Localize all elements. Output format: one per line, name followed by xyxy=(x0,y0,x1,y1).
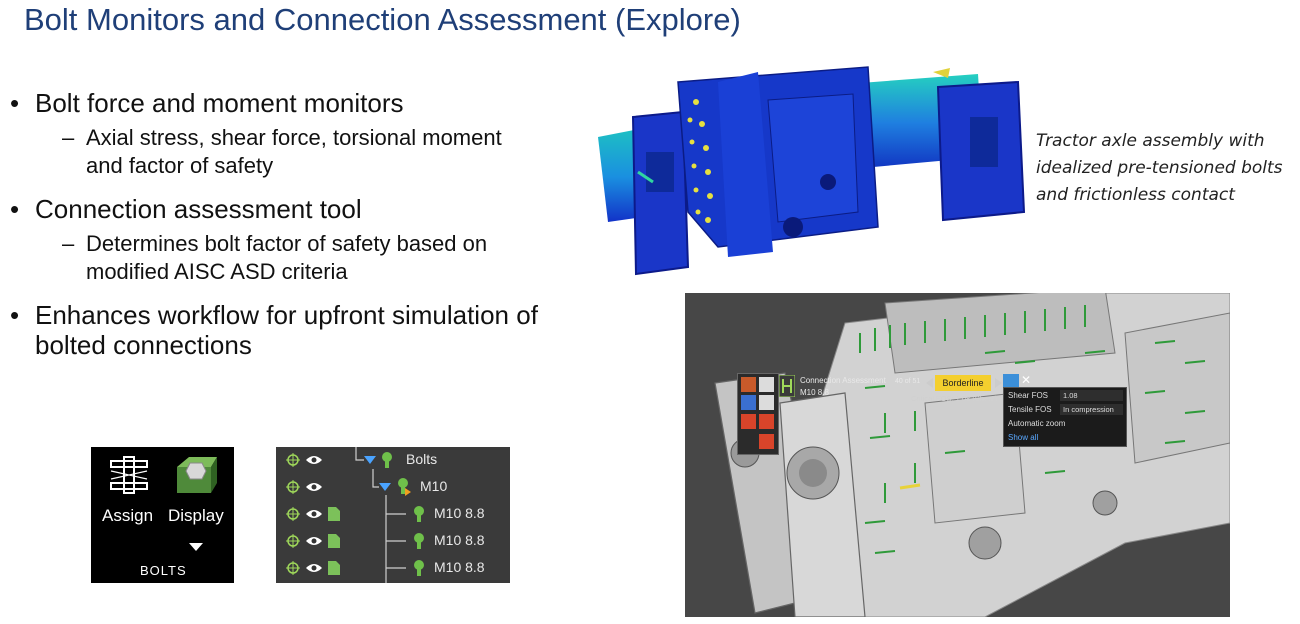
bolt-display-icon xyxy=(177,457,217,493)
bolt-icon xyxy=(414,560,424,576)
crosshair-icon[interactable] xyxy=(286,480,300,494)
previous-bolt-arrow-icon[interactable] xyxy=(926,378,933,388)
image-caption: Tractor axle assembly with idealized pre… xyxy=(1036,128,1298,209)
critical-fos-text: Critical FOS: 1.08 (Shear) xyxy=(911,394,998,403)
sub-bullet-dash: – xyxy=(62,125,75,150)
chevron-down-icon[interactable] xyxy=(189,543,203,551)
next-bolt-arrow-icon[interactable] xyxy=(995,378,1002,388)
axle-wireframe-model xyxy=(714,293,1230,617)
sub-bullet-line: Axial stress, shear force, torsional mom… xyxy=(86,125,502,150)
menu-item-shear-fos[interactable]: Shear FOS xyxy=(1008,391,1049,400)
caption-line: Tractor axle assembly with xyxy=(1036,131,1265,151)
tree-row-bolt[interactable]: M10 8.8 xyxy=(276,501,510,528)
expand-triangle-icon[interactable] xyxy=(364,456,376,464)
bolt-icon xyxy=(382,452,392,468)
bullet-workflow: • Enhances workflow for upfront simulati… xyxy=(8,300,608,360)
slide-title: Bolt Monitors and Connection Assessment … xyxy=(24,2,741,37)
eye-icon[interactable] xyxy=(305,535,323,547)
assign-label: Assign xyxy=(102,506,154,525)
document-icon[interactable] xyxy=(328,507,340,521)
bullet-text: Bolt force and moment monitors xyxy=(35,88,404,118)
document-icon[interactable] xyxy=(328,534,340,548)
bolt-stack-button[interactable] xyxy=(759,434,774,449)
tree-connector-lines xyxy=(355,447,406,583)
tree-label: M10 8.8 xyxy=(434,559,485,575)
menu-item-automatic-zoom[interactable]: Automatic zoom xyxy=(1008,419,1066,428)
bullet-connection-tool: • Connection assessment tool xyxy=(8,194,608,224)
tree-label: M10 8.8 xyxy=(434,505,485,521)
bullet-bolt-monitors: • Bolt force and moment monitors xyxy=(8,88,608,118)
assessment-options-menu: Shear FOS 1.08 Tensile FOS In compressio… xyxy=(1003,387,1127,447)
axle-stress-render xyxy=(598,66,1026,276)
pick-tool-button[interactable] xyxy=(759,395,774,410)
bullet-text: Connection assessment tool xyxy=(35,194,362,224)
tree-label: Bolts xyxy=(406,451,438,467)
expand-triangle-icon[interactable] xyxy=(379,483,391,491)
menu-item-tensile-fos[interactable]: Tensile FOS xyxy=(1008,405,1052,414)
select-tool-button[interactable] xyxy=(741,377,756,392)
bullet-dot: • xyxy=(10,194,20,224)
bolt-pair-button[interactable] xyxy=(759,414,774,429)
bolt-icon xyxy=(414,533,424,549)
bolt-counter: 40 of 51 xyxy=(895,378,921,385)
tree-row-bolts[interactable]: Bolts xyxy=(276,447,510,474)
tree-label: M10 8.8 xyxy=(434,532,485,548)
assign-button[interactable]: Assign xyxy=(99,453,159,533)
caption-line: and frictionless contact xyxy=(1036,185,1235,205)
eye-icon[interactable] xyxy=(305,481,323,493)
shear-fos-value: 1.08 xyxy=(1060,390,1123,401)
bolt-icon xyxy=(398,478,411,496)
bolt-assign-icon xyxy=(110,456,148,494)
close-icon[interactable]: ✕ xyxy=(1021,373,1032,387)
crosshair-icon[interactable] xyxy=(286,507,300,521)
eye-icon[interactable] xyxy=(305,508,323,520)
3d-viewport[interactable]: Connection Assessment M10 8.8 40 of 51 B… xyxy=(685,293,1230,617)
tensile-fos-value: In compression xyxy=(1060,404,1123,415)
selection-tools-toolbar xyxy=(737,373,779,455)
display-button[interactable]: Display xyxy=(165,453,229,563)
caption-line: idealized pre-tensioned bolts xyxy=(1036,158,1283,178)
sub-bullet-line: and factor of safety xyxy=(86,153,274,178)
document-icon[interactable] xyxy=(328,561,340,575)
cursor-tool-button[interactable] xyxy=(759,377,774,392)
connection-assessment-icon xyxy=(779,375,795,397)
tree-row-m10-group[interactable]: M10 xyxy=(276,474,510,501)
group-label: Bolts xyxy=(140,563,187,578)
tree-row-bolt[interactable]: M10 8.8 xyxy=(276,555,510,582)
box-select-button[interactable] xyxy=(741,395,756,410)
bullet-dot: • xyxy=(10,88,20,118)
sub-bullet-monitor-types: – Axial stress, shear force, torsional m… xyxy=(8,124,608,180)
status-badge: Borderline xyxy=(935,375,991,391)
crosshair-icon[interactable] xyxy=(286,534,300,548)
crosshair-icon[interactable] xyxy=(286,561,300,575)
bolt-icon xyxy=(414,506,424,522)
tree-label: M10 xyxy=(420,478,448,494)
bolt-pick-button[interactable] xyxy=(741,414,756,429)
sub-bullet-line: Determines bolt factor of safety based o… xyxy=(86,231,488,256)
eye-icon[interactable] xyxy=(305,454,323,466)
bolt-structure-tree: Bolts M10 M10 8.8 M10 8.8 M10 8.8 xyxy=(276,447,510,583)
bullet-dot: • xyxy=(10,300,20,330)
bolts-ribbon-group: Assign Display Bolts xyxy=(91,447,234,583)
menu-item-show-all[interactable]: Show all xyxy=(1008,433,1039,442)
crosshair-icon[interactable] xyxy=(286,453,300,467)
options-button[interactable] xyxy=(1003,374,1019,388)
sub-bullet-fos-criteria: – Determines bolt factor of safety based… xyxy=(8,230,608,286)
display-label: Display xyxy=(168,506,224,525)
tree-row-bolt[interactable]: M10 8.8 xyxy=(276,528,510,555)
bullet-text-line: Enhances workflow for upfront simulation… xyxy=(35,300,538,330)
bullet-text-line: bolted connections xyxy=(35,330,252,360)
sub-bullet-line: modified AISC ASD criteria xyxy=(86,259,348,284)
eye-icon[interactable] xyxy=(305,562,323,574)
connection-assessment-title: Connection Assessment xyxy=(800,376,886,385)
bolt-name-label: M10 8.8 xyxy=(800,388,829,397)
bullet-list: • Bolt force and moment monitors – Axial… xyxy=(8,88,608,360)
sub-bullet-dash: – xyxy=(62,231,75,256)
